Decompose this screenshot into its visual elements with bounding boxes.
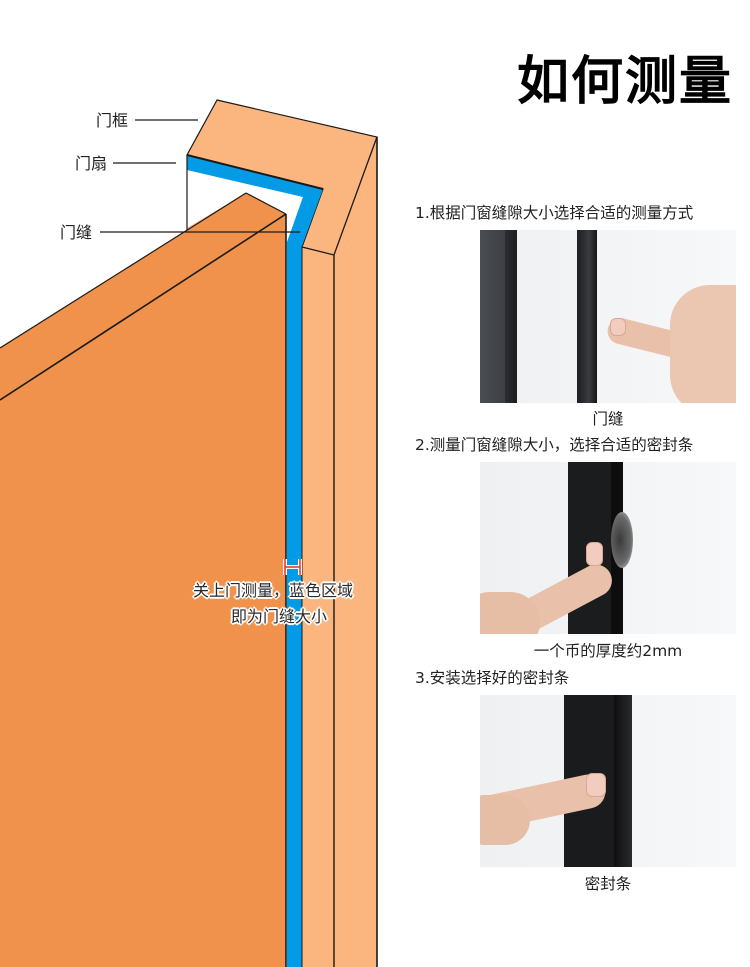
page-title: 如何测量 [517,52,734,112]
step-3-caption: 密封条 [584,875,632,893]
step-3-heading: 3.安装选择好的密封条 [415,669,570,687]
door-frame-illustration [0,99,378,967]
gap-width-marker [283,559,302,575]
door-gap-diagram: 门框 门扇 门缝 关上门测量，蓝色区域 即为门缝大小 [0,99,378,967]
gap-instruction-line2: 即为门缝大小 [231,607,328,626]
step-2-photo [480,462,736,634]
step-1-heading: 1.根据门窗缝隙大小选择合适的测量方式 [415,204,694,222]
gap-instruction-line1: 关上门测量，蓝色区域 [193,581,354,600]
step-2-heading: 2.测量门窗缝隙大小，选择合适的密封条 [415,436,694,454]
step-3-photo [480,695,736,867]
step-2-caption: 一个币的厚度约2mm [533,642,683,660]
label-door-leaf: 门扇 [75,154,108,173]
label-door-frame: 门框 [96,111,129,130]
step-1-photo [480,230,736,403]
label-door-gap: 门缝 [60,223,93,242]
step-1-caption: 门缝 [592,410,624,428]
